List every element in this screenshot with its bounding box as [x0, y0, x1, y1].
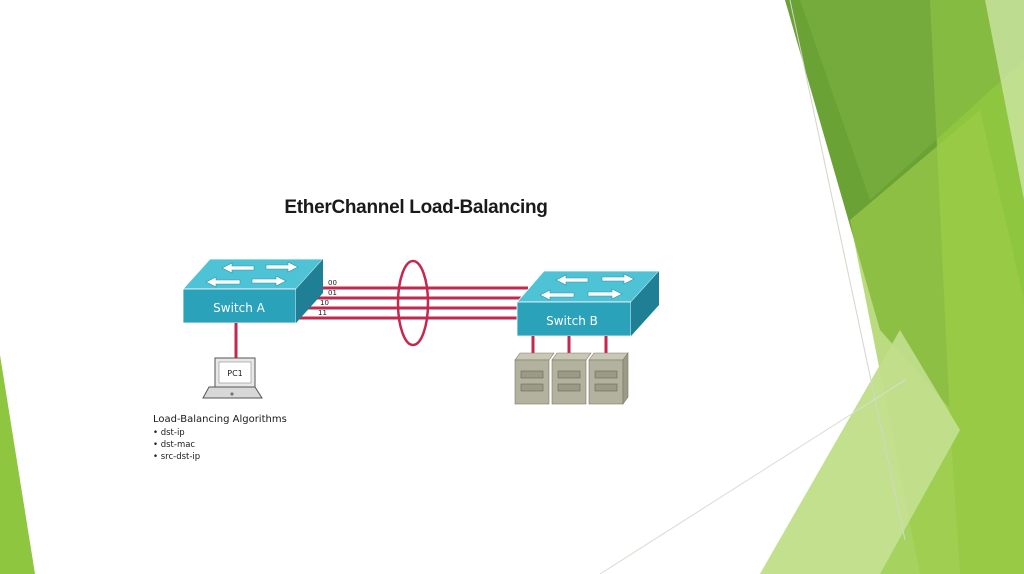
left-green-triangle: [0, 355, 35, 574]
right-green-highlight: [760, 330, 960, 574]
switch-a: Switch A: [182, 258, 324, 324]
right-green-shade-4: [850, 110, 1024, 574]
switch-a-side: [296, 259, 323, 323]
pc-label: PC1: [227, 369, 243, 378]
server-icon: [514, 352, 555, 405]
server-icon: [551, 352, 592, 405]
diagram-title: EtherChannel Load-Balancing: [284, 197, 547, 218]
algorithm-item: • dst-mac: [153, 440, 195, 450]
arrows-icon: [539, 273, 635, 301]
laptop-icon: PC1: [202, 357, 263, 399]
bundle-ellipse: [396, 259, 430, 347]
algorithm-item: • dst-ip: [153, 428, 185, 438]
link-label-01: 01: [328, 289, 337, 297]
link-label-10: 10: [320, 299, 329, 307]
server-icon: [588, 352, 629, 405]
deco-thin-line-1: [789, 0, 906, 541]
algorithm-item: • src-dst-ip: [153, 452, 200, 462]
switch-b: Switch B: [516, 270, 660, 337]
right-green-highlight-2: [985, 0, 1024, 200]
arrows-icon: [205, 261, 299, 288]
link-label-11: 11: [318, 309, 327, 317]
deco-thin-line-2: [599, 379, 906, 574]
link-label-00: 00: [328, 279, 337, 287]
right-green-shade-3: [800, 0, 1024, 200]
etherchannel-links: [296, 286, 528, 320]
algorithms-heading: Load-Balancing Algorithms: [153, 414, 287, 425]
switch-b-side: [631, 271, 659, 336]
switch-a-label: Switch A: [213, 301, 265, 315]
switch-b-label: Switch B: [546, 314, 598, 328]
